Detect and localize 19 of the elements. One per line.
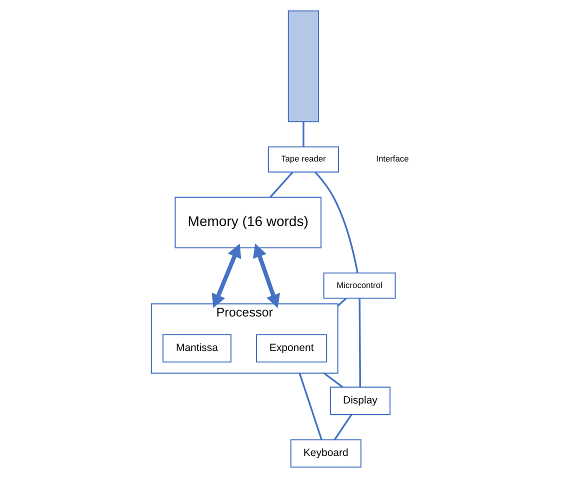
- node-box: Microcontrol: [323, 272, 396, 299]
- connector: [298, 372, 322, 440]
- connector: [358, 298, 362, 388]
- node-box: Exponent: [256, 334, 328, 362]
- label: Interface: [376, 154, 409, 164]
- connector: [270, 172, 294, 198]
- connector: [323, 372, 344, 388]
- node-box: Display: [330, 386, 391, 416]
- arrow: [252, 244, 280, 308]
- connector: [337, 298, 347, 307]
- arrow: [212, 244, 242, 308]
- connector: [334, 414, 352, 440]
- node-box: Memory (16 words): [174, 196, 322, 248]
- node-bar: [288, 10, 320, 122]
- connector: [314, 172, 358, 273]
- connector: [302, 122, 304, 147]
- node-box: Tape reader: [268, 146, 340, 173]
- node-box: Mantissa: [162, 334, 232, 362]
- node-box: Keyboard: [290, 439, 362, 468]
